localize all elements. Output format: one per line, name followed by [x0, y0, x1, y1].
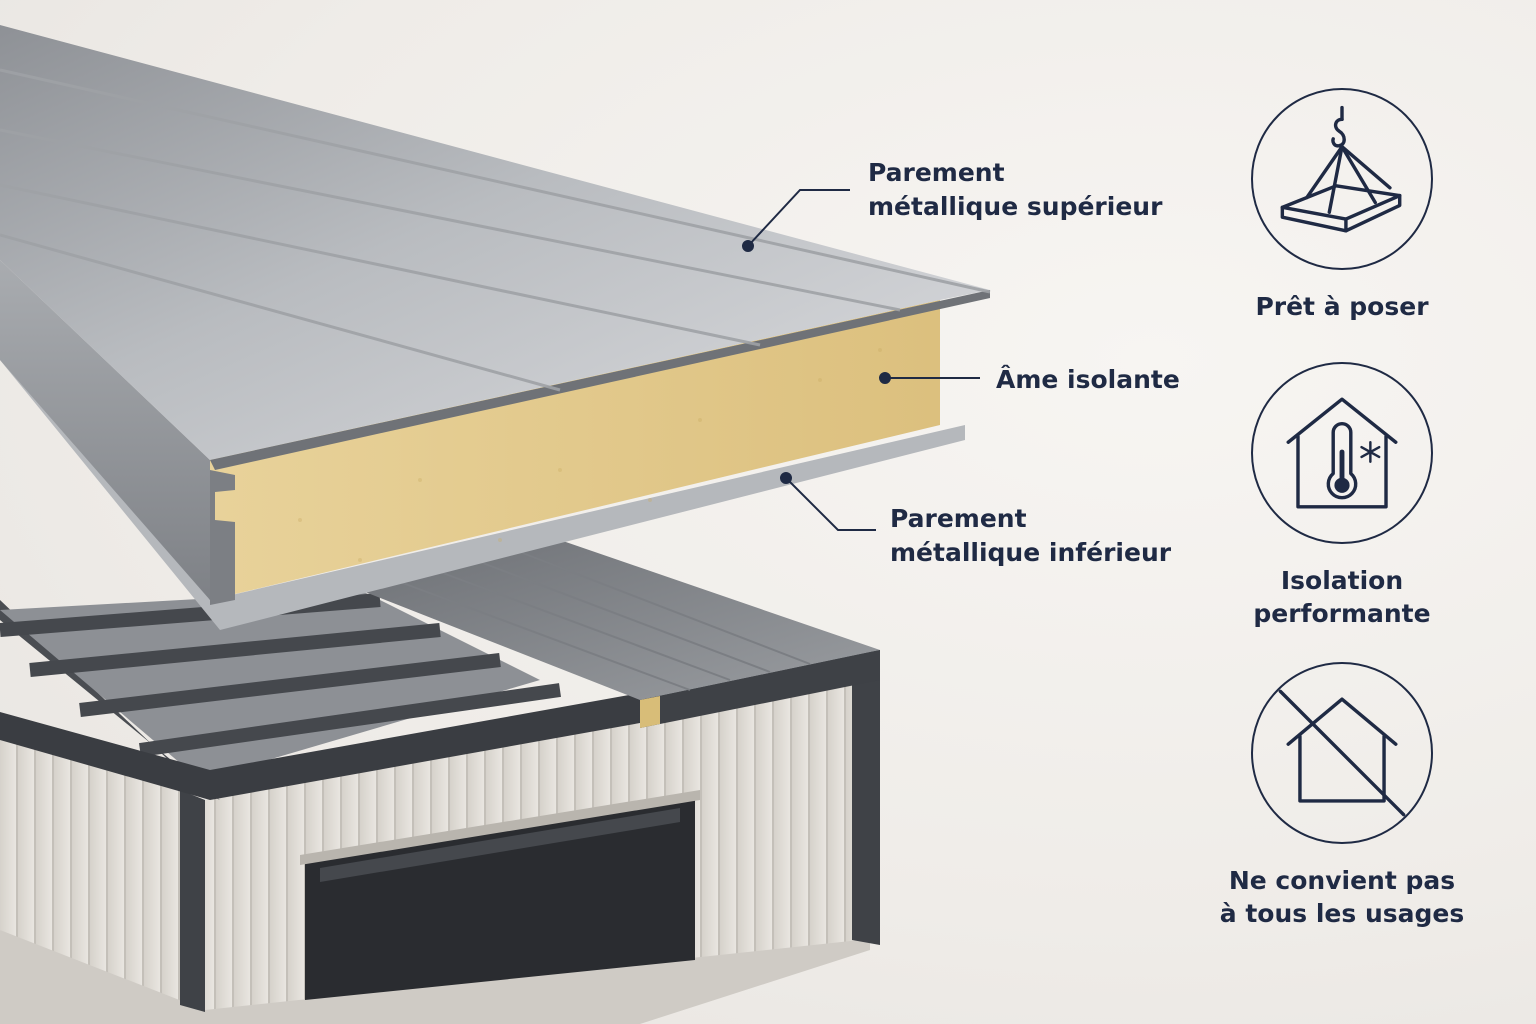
callout-top-face-line2: métallique supérieur: [868, 192, 1163, 221]
feature-ready-line1: Prêt à poser: [1255, 292, 1429, 321]
callout-top-face-line1: Parement: [868, 158, 1005, 187]
feature-not-for-all-label: Ne convient pas à tous les usages: [1212, 864, 1472, 930]
callout-bottom-face-line2: métallique inférieur: [890, 538, 1172, 567]
corner-post: [180, 790, 205, 1012]
installed-roof-panel: [360, 540, 880, 700]
callout-bottom-face: Parement métallique inférieur: [890, 502, 1171, 570]
callout-top-face: Parement métallique supérieur: [868, 156, 1162, 224]
feature-ready-to-install: Prêt à poser: [1212, 88, 1472, 323]
panel-foam-core: [210, 300, 940, 600]
panel-top-sheet: [0, 25, 990, 460]
sandwich-panel: [0, 25, 991, 630]
feature-not-for-all-uses: Ne convient pas à tous les usages: [1212, 662, 1472, 930]
corner-post: [852, 670, 880, 945]
callout-core-line1: Âme isolante: [996, 365, 1180, 394]
house-thermometer-icon: [1251, 362, 1433, 544]
house-crossed-icon: [1251, 662, 1433, 844]
feature-insulation-line1: Isolation: [1280, 566, 1404, 595]
feature-insulation: Isolation performante: [1212, 362, 1472, 630]
feature-not-for-all-line1: Ne convient pas: [1228, 866, 1456, 895]
callout-bottom-face-line1: Parement: [890, 504, 1027, 533]
building-left-wall: [0, 720, 205, 1010]
callout-core: Âme isolante: [996, 363, 1180, 397]
crane-hook-panel-icon: [1251, 88, 1433, 270]
feature-not-for-all-line2: à tous les usages: [1219, 899, 1465, 928]
building: [0, 540, 880, 1024]
panel-bottom-sheet: [0, 330, 965, 630]
leader-bottom-face: [785, 477, 876, 531]
feature-insulation-label: Isolation performante: [1212, 564, 1472, 630]
feature-ready-label: Prêt à poser: [1212, 290, 1472, 323]
leader-top-face: [747, 189, 850, 247]
panel-side-edge: [0, 260, 210, 600]
feature-insulation-line2: performante: [1253, 599, 1431, 628]
